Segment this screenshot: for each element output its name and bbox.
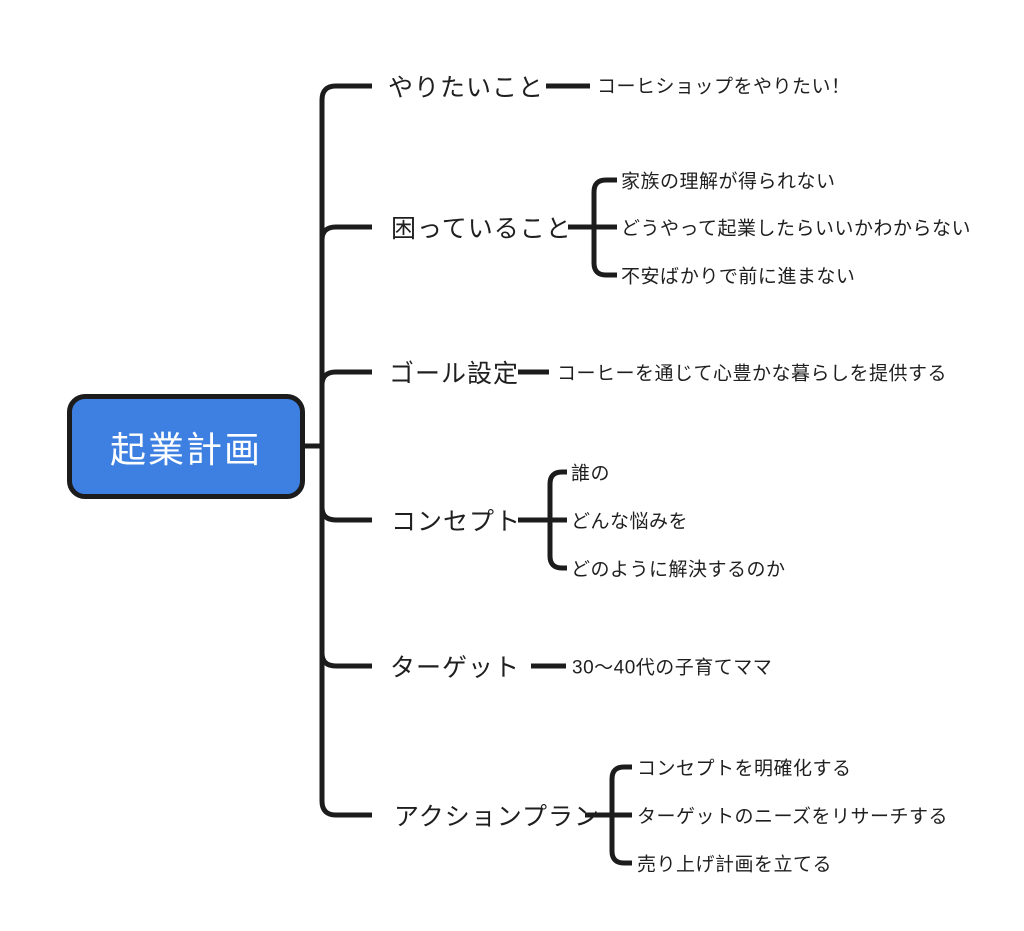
branch-2-label[interactable]: 困っていること xyxy=(391,215,572,243)
leaf-1-1-label[interactable]: コーヒショップをやりたい！ xyxy=(597,76,851,98)
branch-4-label[interactable]: コンセプト xyxy=(391,508,522,536)
leaf-4-2-label[interactable]: どんな悩みを xyxy=(571,511,689,533)
trunk-line xyxy=(319,83,372,818)
leaf-6-3-label[interactable]: 売り上げ計画を立てる xyxy=(637,854,833,876)
branch-4-elbow xyxy=(319,506,372,523)
branch-3-elbow xyxy=(319,369,372,386)
leaf-4-1-label[interactable]: 誰の xyxy=(571,463,611,485)
branch-3-label[interactable]: ゴール設定 xyxy=(389,360,520,388)
branch-5-elbow xyxy=(319,652,372,669)
leaf-4-3-label[interactable]: どのように解決するのか xyxy=(571,559,786,581)
leaf-6-2-label[interactable]: ターゲットのニーズをリサーチする xyxy=(637,806,949,828)
leaf-2-3-label[interactable]: 不安ばかりで前に進まない xyxy=(621,266,856,288)
branch-1-label[interactable]: やりたいこと xyxy=(388,74,545,102)
leaf-2-1-label[interactable]: 家族の理解が得られない xyxy=(621,171,836,193)
branch-5-label[interactable]: ターゲット xyxy=(390,654,521,682)
root-node-label: 起業計画 xyxy=(109,428,262,470)
leaf-5-1-label[interactable]: 30〜40代の子育てママ xyxy=(572,657,773,679)
root-node[interactable]: 起業計画 xyxy=(67,394,305,499)
leaf-3-1-label[interactable]: コーヒーを通じて心豊かな暮らしを提供する xyxy=(557,363,948,385)
leaf-2-2-label[interactable]: どうやって起業したらいいかわからない xyxy=(621,218,972,240)
branch-2-elbow xyxy=(319,224,372,241)
branch-6-label[interactable]: アクションプラン xyxy=(394,803,601,831)
leaf-6-1-label[interactable]: コンセプトを明確化する xyxy=(637,758,852,780)
